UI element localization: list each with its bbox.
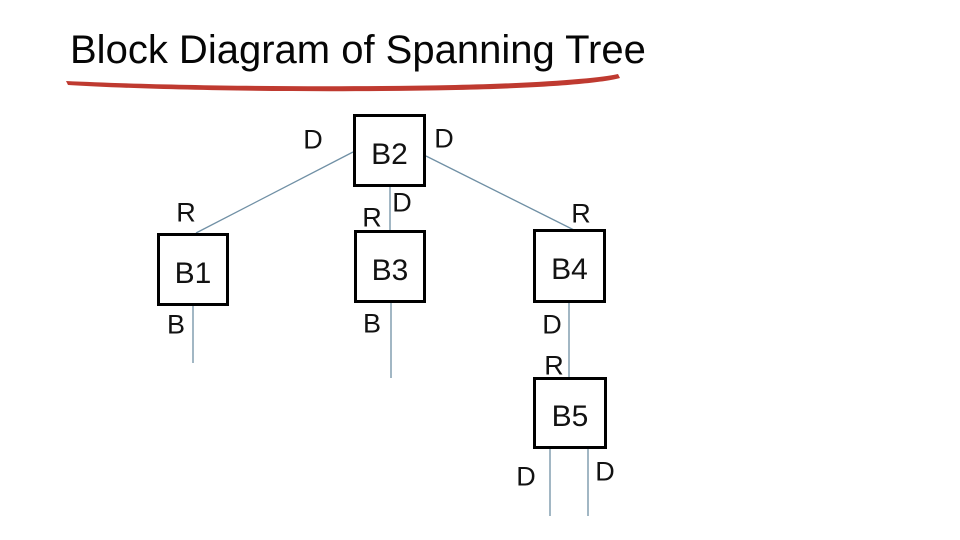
- port-label-b5-top: R: [544, 350, 564, 381]
- node-label-b5: B5: [551, 400, 589, 433]
- node-label-b1: B1: [174, 256, 212, 290]
- edge-b2-b4: [425, 155, 575, 231]
- port-label-b1-bottom: B: [166, 309, 186, 340]
- node-box-b2: B2: [353, 114, 426, 187]
- port-label-b3-top: R: [362, 202, 382, 233]
- port-label-b4-bottom: D: [542, 309, 562, 340]
- port-label-b1-top: R: [176, 197, 196, 228]
- node-box-b1: B1: [157, 233, 229, 306]
- title-underline-stroke: [66, 74, 620, 92]
- node-label-b3: B3: [371, 253, 409, 287]
- node-label-b2: B2: [371, 137, 408, 171]
- port-label-b4-top: R: [571, 198, 591, 229]
- port-label-b5-bottom-right: D: [595, 456, 615, 487]
- node-box-b5: B5: [533, 377, 607, 449]
- node-box-b4: B4: [533, 229, 606, 303]
- slide-title: Block Diagram of Spanning Tree: [70, 28, 646, 72]
- edge-b2-b1: [195, 151, 354, 234]
- port-label-b2-right: D: [434, 123, 454, 154]
- port-label-b2-left: D: [303, 124, 323, 155]
- port-label-b3-bottom: B: [362, 308, 382, 339]
- node-box-b3: B3: [354, 230, 426, 303]
- edges-group: [192, 151, 589, 516]
- node-label-b4: B4: [551, 253, 588, 286]
- port-label-b5-bottom-left: D: [516, 461, 536, 492]
- port-label-b2-bottom: D: [392, 187, 412, 218]
